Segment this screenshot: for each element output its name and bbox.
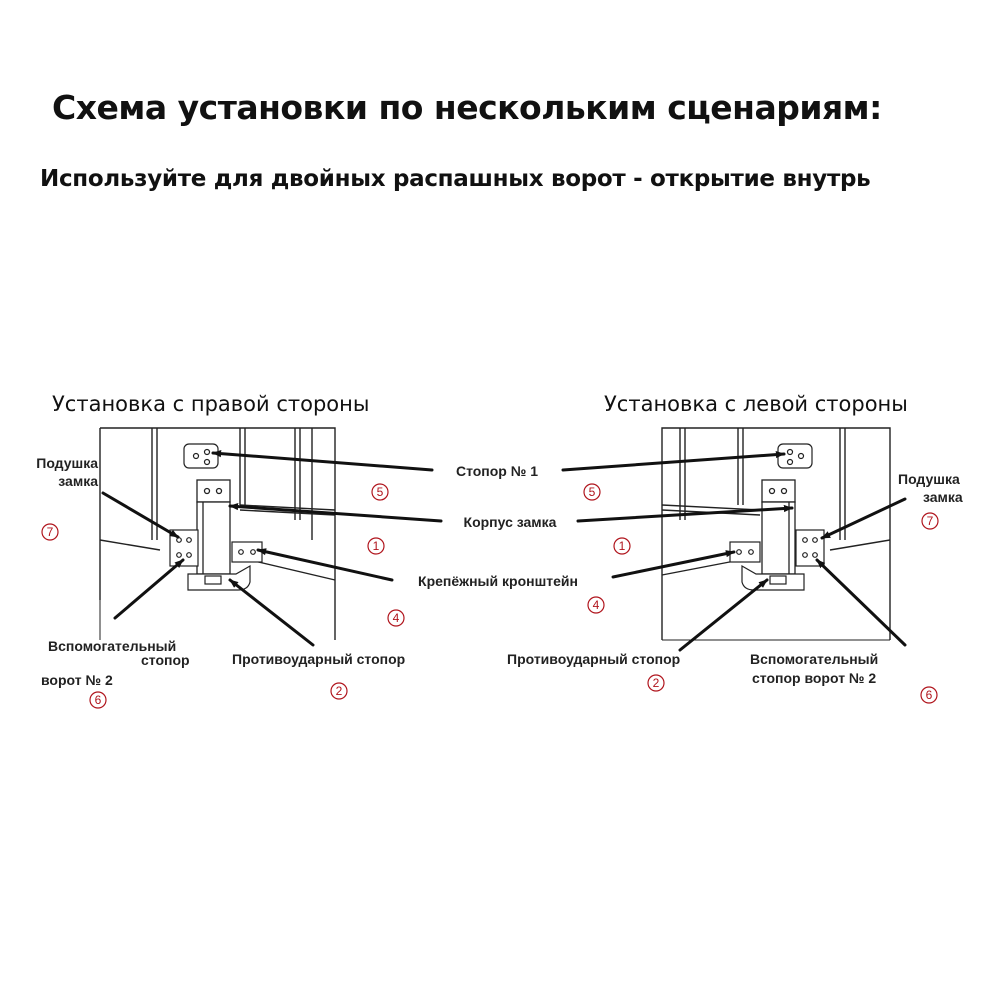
callout-lock-body: Корпус замка	[464, 514, 557, 530]
aux-stopper-label-right-2: стопор ворот № 2	[752, 670, 876, 686]
aux-stopper-label-left-2: стопор	[141, 652, 190, 668]
stopper-1-part	[777, 443, 813, 469]
marker-5-right: 5	[583, 483, 601, 501]
lock-pad-label-left-1: Подушка	[36, 455, 98, 471]
aux-stopper-label-left-3: ворот № 2	[41, 672, 113, 688]
arrow-aux-right	[815, 558, 907, 647]
numbered-markers: 7 5 1 4 2 6 5 1 4 2 7 6	[41, 483, 939, 709]
stopper-1-part	[183, 443, 219, 469]
lock-body-part	[196, 479, 231, 575]
marker-6-right: 6	[920, 686, 938, 704]
arrow-lockbody-right	[576, 504, 794, 523]
aux-stopper-label-right-1: Вспомогательный	[750, 651, 878, 667]
svg-text:6: 6	[926, 688, 933, 702]
left-side-heading: Установка с левой стороны	[604, 392, 908, 416]
marker-2-right: 2	[647, 674, 665, 692]
marker-4-left: 4	[387, 609, 405, 627]
marker-7-left: 7	[41, 523, 59, 541]
arrow-lockpad-right	[820, 497, 907, 540]
right-side-heading: Установка с правой стороны	[52, 392, 370, 416]
marker-5-left: 5	[371, 483, 389, 501]
svg-text:1: 1	[619, 539, 626, 553]
arrow-antiimpact-right	[678, 578, 769, 652]
lock-pad-label-right-2: замка	[923, 489, 963, 505]
svg-text:4: 4	[593, 598, 600, 612]
arrow-lockpad-left	[101, 491, 180, 539]
anti-impact-label-right: Противоударный стопор	[507, 651, 680, 667]
lock-pad-part	[795, 529, 825, 567]
lock-body-part	[761, 479, 796, 575]
arrow-bracket-left	[256, 548, 394, 582]
svg-text:6: 6	[95, 693, 102, 707]
svg-text:5: 5	[589, 485, 596, 499]
arrow-lockbody-left	[228, 502, 443, 523]
arrow-stopper1-right	[561, 450, 786, 472]
leader-arrows	[101, 450, 907, 652]
lock-pad-label-right-1: Подушка	[898, 471, 960, 487]
marker-1-right: 1	[613, 537, 631, 555]
svg-text:7: 7	[927, 514, 934, 528]
page-title: Схема установки по нескольким сценариям:	[52, 88, 882, 127]
arrow-bracket-right	[611, 550, 736, 579]
callout-stopper-1: Стопор № 1	[456, 463, 538, 479]
svg-text:2: 2	[336, 684, 343, 698]
mounting-bracket-part	[231, 541, 263, 563]
svg-text:5: 5	[377, 485, 384, 499]
svg-text:4: 4	[393, 611, 400, 625]
svg-text:2: 2	[653, 676, 660, 690]
marker-7-right: 7	[921, 512, 939, 530]
aux-stopper-label-left-1: Вспомогательный	[48, 638, 176, 654]
marker-4-right: 4	[587, 596, 605, 614]
left-install-drawing	[661, 427, 891, 641]
arrow-antiimpact-left	[228, 578, 315, 647]
arrow-stopper1-left	[211, 450, 434, 472]
page-subtitle: Используйте для двойных распашных ворот …	[40, 166, 871, 192]
frame-outline	[661, 427, 891, 640]
anti-impact-label-left: Противоударный стопор	[232, 651, 405, 667]
callout-mounting-bracket: Крепёжный кронштейн	[418, 573, 578, 589]
arrow-aux-left	[113, 558, 185, 620]
marker-1-left: 1	[367, 537, 385, 555]
marker-6-left: 6	[89, 691, 107, 709]
lock-pad-label-left-2: замка	[58, 473, 98, 489]
marker-2-left: 2	[330, 682, 348, 700]
svg-text:1: 1	[373, 539, 380, 553]
svg-text:7: 7	[47, 525, 54, 539]
